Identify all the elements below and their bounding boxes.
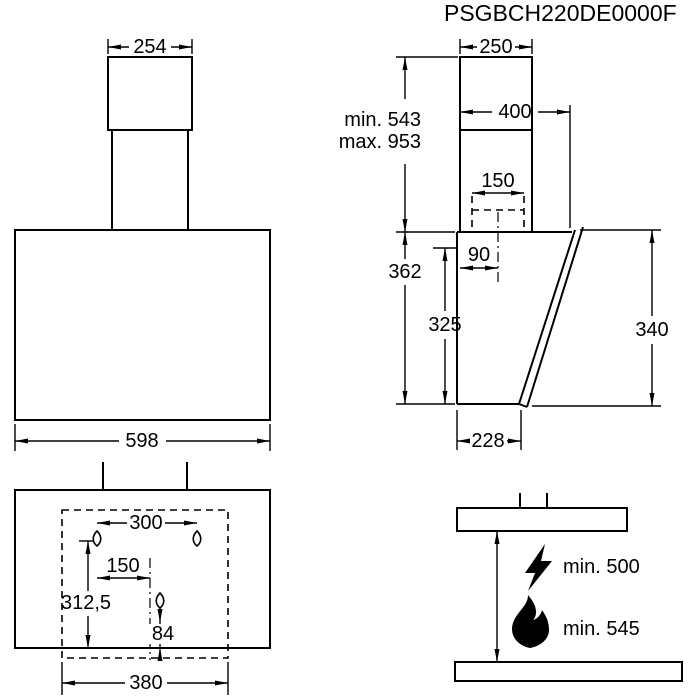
dimension-body-height: 362 xyxy=(388,232,455,405)
body-outline-template xyxy=(14,489,271,649)
dim-body-height: 362 xyxy=(388,261,421,283)
dimension-hole-spacing: 300 xyxy=(97,512,197,534)
duct-outline xyxy=(471,196,525,232)
dim-duct-offset: 90 xyxy=(468,244,490,266)
chimney-outline xyxy=(107,56,193,230)
dimension-bottom-hole-offset: 84 xyxy=(147,608,179,661)
dimension-hole-drop: 312,5 xyxy=(61,540,111,648)
dim-height-max: max. 953 xyxy=(339,131,421,153)
dim-front-panel-height: 340 xyxy=(635,319,668,341)
dimension-bottom-depth: 228 xyxy=(456,410,522,452)
dimension-body-width: 598 xyxy=(14,424,271,452)
mounting-hole-icon xyxy=(192,529,202,548)
mounting-hole-icon xyxy=(155,591,165,610)
mounting-template-view: 300 150 312,5 84 380 xyxy=(14,462,271,695)
dim-chimney-depth: 250 xyxy=(479,36,512,58)
label-electric-clearance: min. 500 xyxy=(563,556,640,578)
dim-hole-spacing: 300 xyxy=(129,512,162,534)
chimney-outline-side xyxy=(459,56,533,233)
mounting-hole-icon xyxy=(92,529,102,548)
flame-icon xyxy=(512,595,549,648)
dim-template-width: 380 xyxy=(129,672,162,694)
dimension-duct-diameter: 150 xyxy=(472,170,524,196)
dimension-duct-offset: 90 xyxy=(460,212,499,283)
cooktop-outline xyxy=(454,661,683,682)
dim-bottom-depth: 228 xyxy=(471,430,504,452)
dim-hole-drop: 312,5 xyxy=(61,592,111,614)
dim-top-depth: 400 xyxy=(498,101,531,123)
dimension-chimney-depth: 250 xyxy=(459,36,533,58)
dimension-mount-height: 325 xyxy=(428,247,462,404)
dim-chimney-width: 254 xyxy=(133,36,166,58)
dimension-total-height: min. 543 max. 953 xyxy=(339,56,458,233)
clearance-view: min. 500 min. 545 xyxy=(454,493,683,682)
side-view: 250 400 min. 543 max. 953 362 325 xyxy=(339,36,669,452)
dimension-top-depth: 400 xyxy=(460,101,571,228)
dimension-front-panel-height: 340 xyxy=(532,229,669,407)
model-number: PSGBCH220DE0000F xyxy=(444,0,677,26)
dim-hole-center-offset: 150 xyxy=(106,555,139,577)
dimension-chimney-width: 254 xyxy=(107,36,193,58)
hood-bottom-outline xyxy=(456,507,628,532)
dim-body-width: 598 xyxy=(125,430,158,452)
dim-height-min: min. 543 xyxy=(344,109,421,131)
body-outline-side xyxy=(456,226,584,408)
dim-bottom-hole-offset: 84 xyxy=(152,623,174,645)
body-outline xyxy=(14,229,271,421)
lightning-icon xyxy=(525,544,552,591)
front-view: 254 598 xyxy=(14,36,271,452)
label-gas-clearance: min. 545 xyxy=(563,618,640,640)
template-outline xyxy=(61,509,229,659)
dim-mount-height: 325 xyxy=(428,314,461,336)
dimension-template-width: 380 xyxy=(61,662,229,695)
dim-duct-diameter: 150 xyxy=(481,170,514,192)
